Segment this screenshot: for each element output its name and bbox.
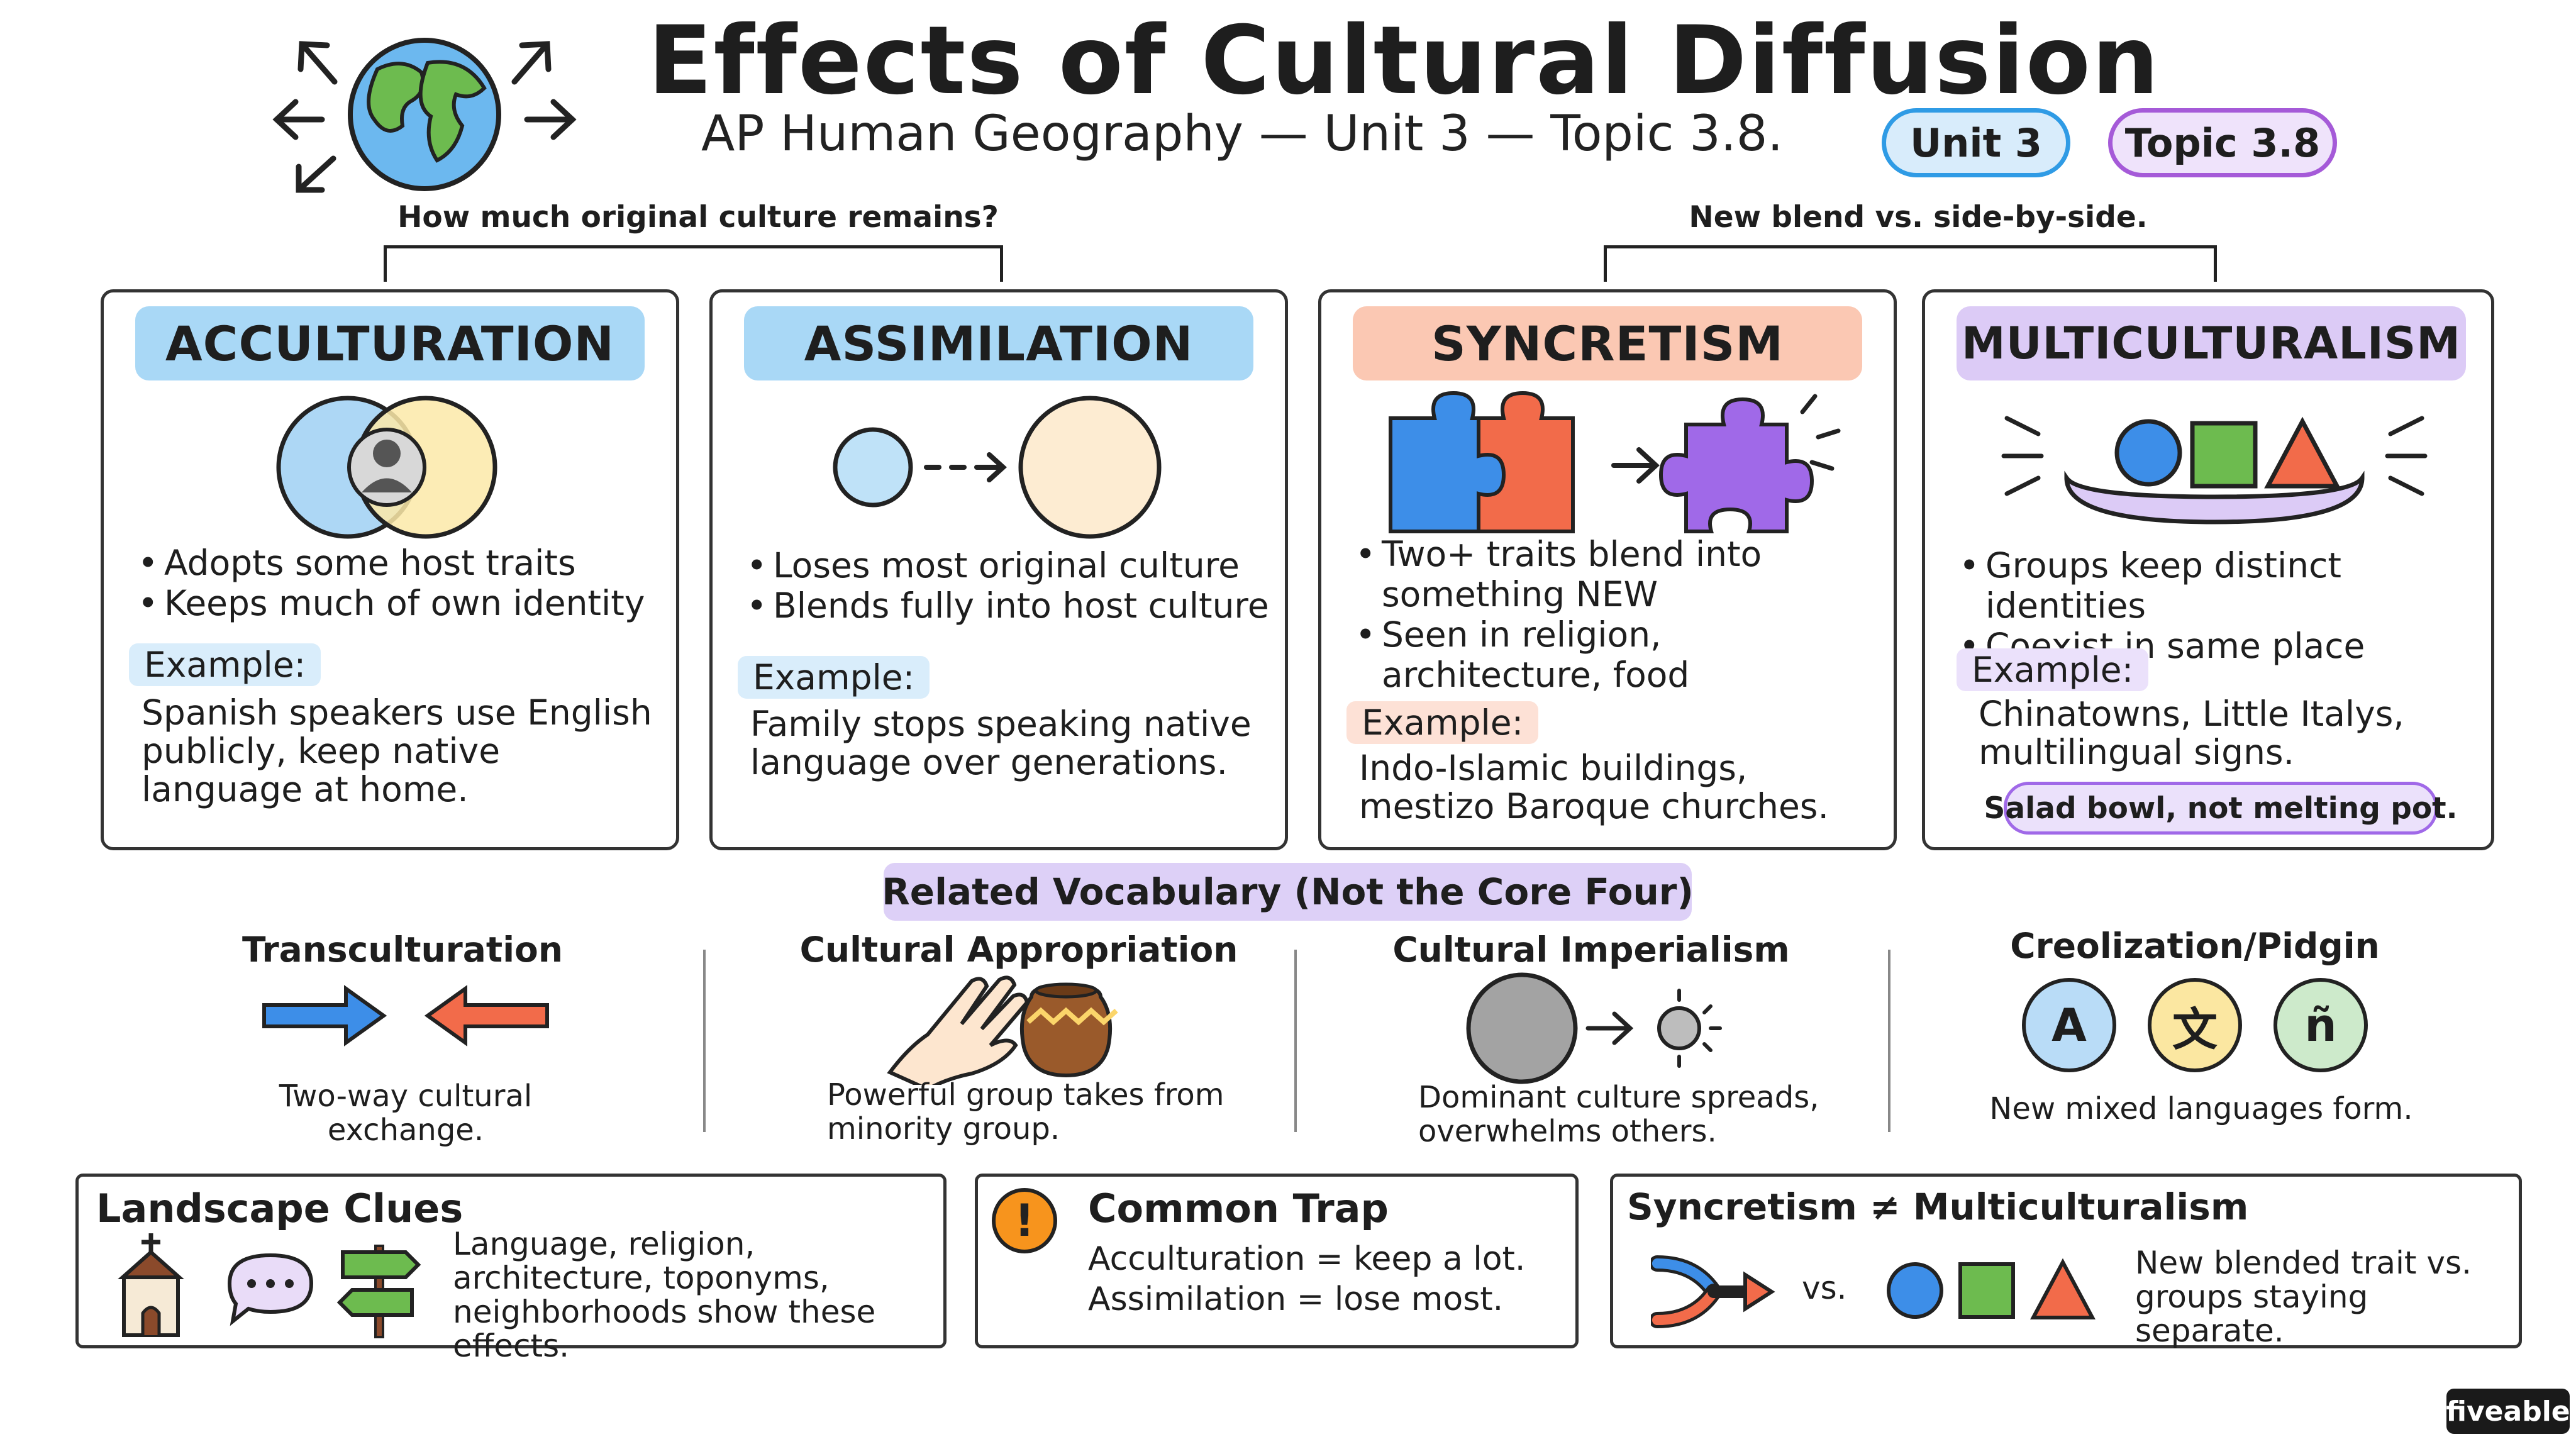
warning-icon: ! — [992, 1188, 1057, 1253]
common-trap-box: ! Common Trap Acculturation = keep a lot… — [975, 1174, 1579, 1348]
vocab-desc-imperialism: Dominant culture spreads, overwhelms oth… — [1418, 1080, 1819, 1149]
bullet: Loses most original culture — [743, 545, 1284, 586]
box-text: Language, religion, architecture, topony… — [453, 1226, 876, 1364]
hand-and-pot-icon — [887, 975, 1118, 1085]
trap-line-2: Assimilation = lose most. — [1088, 1280, 1504, 1318]
card-bullets: Two+ traits blend into something NEW See… — [1352, 534, 1892, 695]
unit-badge: Unit 3 — [1882, 108, 2070, 177]
card-syncretism: SYNCRETISM Two+ traits blend into someth… — [1318, 289, 1897, 850]
example-text: Indo-Islamic buildings, mestizo Baroque … — [1359, 748, 1829, 826]
church-icon — [118, 1233, 184, 1337]
speech-dots-icon — [227, 1253, 314, 1326]
vocab-divider — [703, 950, 706, 1132]
example-label: Example: — [1346, 701, 1539, 744]
speech-bubble-icon: 文 — [2148, 978, 2242, 1072]
bullet: Blends fully into host culture — [743, 586, 1284, 626]
shapes-on-tray-icon — [2001, 416, 2428, 525]
puzzle-pieces-icon — [1389, 391, 1841, 533]
separate-shapes-icon — [1887, 1258, 2096, 1319]
salad-bowl-note: Salad bowl, not melting pot. — [1984, 782, 2457, 835]
card-acculturation: ACCULTURATION Adopts some host traits Ke… — [101, 289, 679, 850]
box-text: New blended trait vs. groups staying sep… — [2135, 1245, 2472, 1349]
vocab-head-creolization: Creolization/Pidgin — [2010, 926, 2380, 966]
bullet: Two+ traits blend into something NEW — [1352, 534, 1892, 614]
card-bullets: Adopts some host traits Keeps much of ow… — [134, 543, 662, 623]
signpost-icon — [336, 1245, 421, 1338]
merge-arrows-icon — [1651, 1255, 1775, 1328]
small-to-large-circle-icon — [833, 396, 1162, 539]
vocab-desc-transculturation: Two-way cultural exchange. — [279, 1079, 533, 1148]
vocab-head-transculturation: Transculturation — [242, 930, 563, 970]
landscape-clues-box: Landscape Clues Language, religion, arch… — [75, 1174, 947, 1363]
example-text: Spanish speakers use English publicly, k… — [142, 692, 652, 809]
vocab-divider — [1888, 950, 1890, 1132]
bullet: Adopts some host traits — [134, 543, 662, 583]
example-label: Example: — [738, 656, 930, 699]
comparison-box: Syncretism ≠ Multiculturalism vs. New bl… — [1610, 1174, 2522, 1348]
topic-badge: Topic 3.8 — [2108, 108, 2337, 177]
dominant-culture-icon — [1466, 972, 1722, 1084]
speech-bubble-icon: A — [2022, 978, 2116, 1072]
card-title: SYNCRETISM — [1353, 306, 1862, 380]
question-right: New blend vs. side-by-side. — [1689, 200, 2148, 235]
arrow-up-right-icon — [511, 41, 550, 85]
card-bullets: Groups keep distinct identities Coexist … — [1955, 545, 2496, 666]
bracket-right — [1604, 245, 2217, 282]
card-multiculturalism: MULTICULTURALISM Groups keep distinct id… — [1922, 289, 2494, 850]
card-title: ACCULTURATION — [135, 306, 645, 380]
bracket-left — [384, 245, 1003, 282]
trap-line-1: Acculturation = keep a lot. — [1088, 1240, 1526, 1278]
vocab-desc-appropriation: Powerful group takes from minority group… — [827, 1077, 1224, 1146]
page-subtitle: AP Human Geography — Unit 3 — Topic 3.8. — [701, 106, 1784, 162]
box-heading: Syncretism ≠ Multiculturalism — [1627, 1185, 2249, 1228]
vocab-head-imperialism: Cultural Imperialism — [1392, 930, 1790, 970]
landscape-icons — [118, 1233, 421, 1338]
fiveable-logo: fiveable — [2446, 1389, 2570, 1434]
question-left: How much original culture remains? — [397, 200, 999, 235]
vocab-section-title: Related Vocabulary (Not the Core Four) — [882, 863, 1694, 921]
bullet: Keeps much of own identity — [134, 583, 662, 623]
box-heading: Landscape Clues — [96, 1185, 464, 1231]
venn-person-icon — [276, 396, 497, 539]
card-assimilation: ASSIMILATION Loses most original culture… — [709, 289, 1288, 850]
arrow-up-left-icon — [299, 41, 338, 85]
language-bubbles: A 文 ñ — [2022, 972, 2374, 1079]
vocab-desc-creolization: New mixed languages form. — [1989, 1091, 2413, 1126]
example-label: Example: — [129, 643, 321, 686]
card-bullets: Loses most original culture Blends fully… — [743, 545, 1284, 626]
page-title: Effects of Cultural Diffusion — [648, 6, 2160, 116]
vs-label: vs. — [1802, 1270, 1847, 1306]
vocab-divider — [1294, 950, 1297, 1132]
bullet: Groups keep distinct identities — [1955, 545, 2496, 626]
card-title: ASSIMILATION — [744, 306, 1253, 380]
example-text: Chinatowns, Little Italys, multilingual … — [1979, 694, 2404, 772]
speech-bubble-icon: ñ — [2273, 978, 2368, 1072]
card-title: MULTICULTURALISM — [1957, 306, 2466, 380]
bullet: Seen in religion, architecture, food — [1352, 614, 1892, 695]
box-heading: Common Trap — [1088, 1185, 1389, 1231]
example-label: Example: — [1957, 648, 2149, 691]
two-way-arrows-icon — [262, 985, 549, 1046]
globe-illustration — [272, 38, 577, 193]
vocab-head-appropriation: Cultural Appropriation — [799, 930, 1238, 970]
example-text: Family stops speaking native language ov… — [750, 704, 1252, 782]
